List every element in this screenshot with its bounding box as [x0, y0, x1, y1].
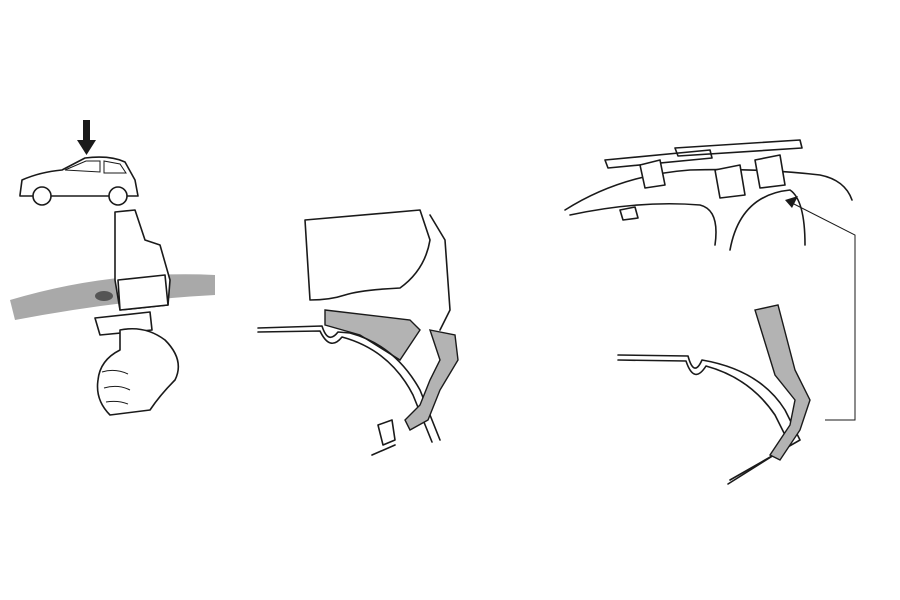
roof-rack-icon — [564, 139, 853, 251]
car-side-icon — [19, 156, 139, 206]
hand-icon — [96, 327, 180, 416]
roof-surface — [10, 274, 215, 320]
pointer-arrow-icon — [785, 196, 856, 421]
panel-step-2 — [257, 209, 459, 456]
panel-step-1 — [10, 120, 215, 416]
down-arrow-icon — [77, 120, 96, 155]
panel-step-3 — [564, 139, 856, 485]
foot-bracket-icon — [94, 209, 171, 336]
rubber-pad — [324, 309, 421, 361]
rubber-pad-detail — [754, 304, 811, 461]
